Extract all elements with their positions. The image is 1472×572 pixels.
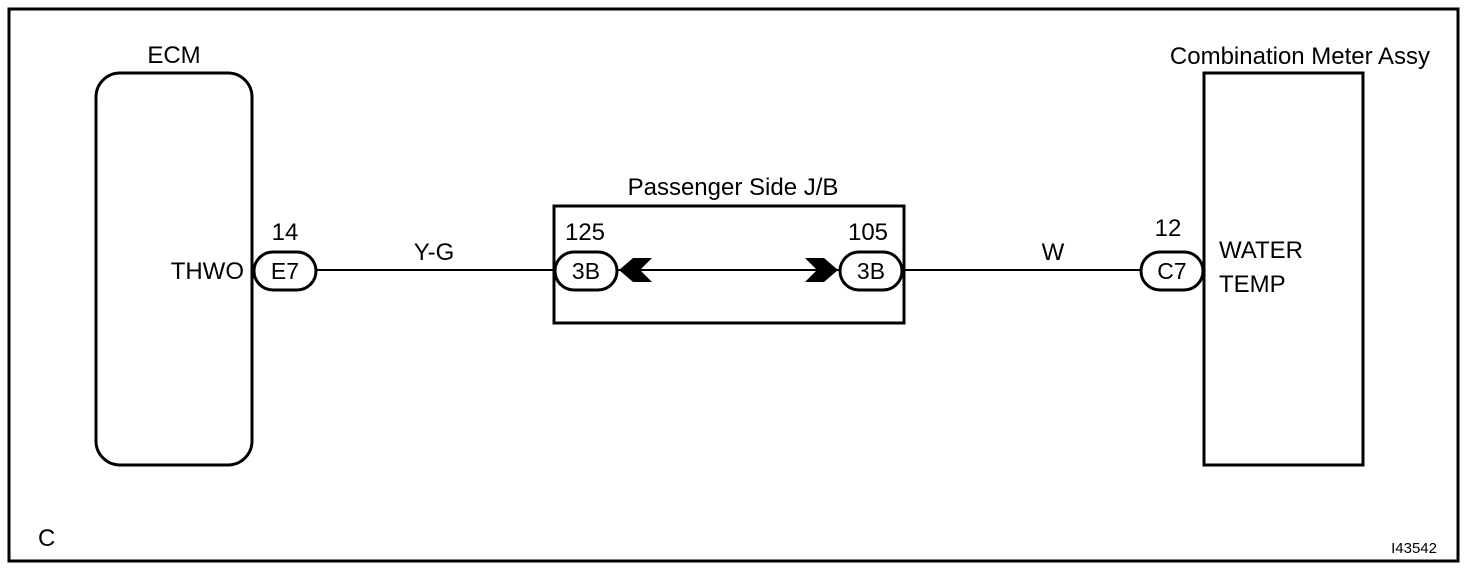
jb-right-chevron-icon (805, 258, 838, 282)
meter-terminal-line-2: TEMP (1219, 271, 1286, 298)
meter-terminal-line-1: WATER (1219, 237, 1303, 264)
meter-pin-number: 12 (1155, 215, 1182, 242)
wire-jb-to-meter-color-label: W (1042, 239, 1065, 266)
jb-left-chevron-icon (619, 258, 652, 282)
meter-connector-label: C7 (1157, 258, 1186, 284)
ecm-terminal-name: THWO (171, 258, 244, 285)
jb-title: Passenger Side J/B (628, 174, 839, 201)
ecm-pin-number: 14 (272, 219, 299, 246)
jb-box (552, 204, 906, 325)
jb-right-connector (838, 250, 904, 292)
corner-mark: C (38, 525, 55, 552)
figure-id: I43542 (1391, 540, 1437, 557)
ecm-title: ECM (147, 42, 200, 69)
ecm-connector-label: E7 (271, 258, 299, 284)
meter-box (1202, 71, 1365, 467)
wire-ecm-to-jb-color-label: Y-G (414, 239, 454, 266)
diagram-frame (7, 7, 1460, 563)
ecm-box (94, 71, 254, 467)
jb-right-pin-number: 105 (848, 219, 888, 246)
meter-title: Combination Meter Assy (1170, 43, 1430, 70)
jb-left-pin-number: 125 (565, 219, 605, 246)
jb-right-connector-label: 3B (857, 258, 885, 284)
jb-left-connector-label: 3B (572, 258, 600, 284)
meter-connector (1139, 250, 1205, 292)
